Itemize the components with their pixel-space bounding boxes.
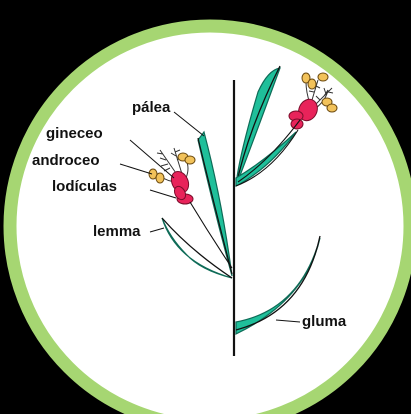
label-glume: gluma [302, 313, 347, 330]
label-lemma: lemma [93, 223, 141, 240]
label-lodicules: lodículas [52, 178, 117, 195]
label-androecium: androceo [32, 152, 100, 169]
label-palea: pálea [132, 99, 171, 116]
disc-background [10, 26, 410, 414]
label-gynoecium: gineceo [46, 125, 103, 142]
